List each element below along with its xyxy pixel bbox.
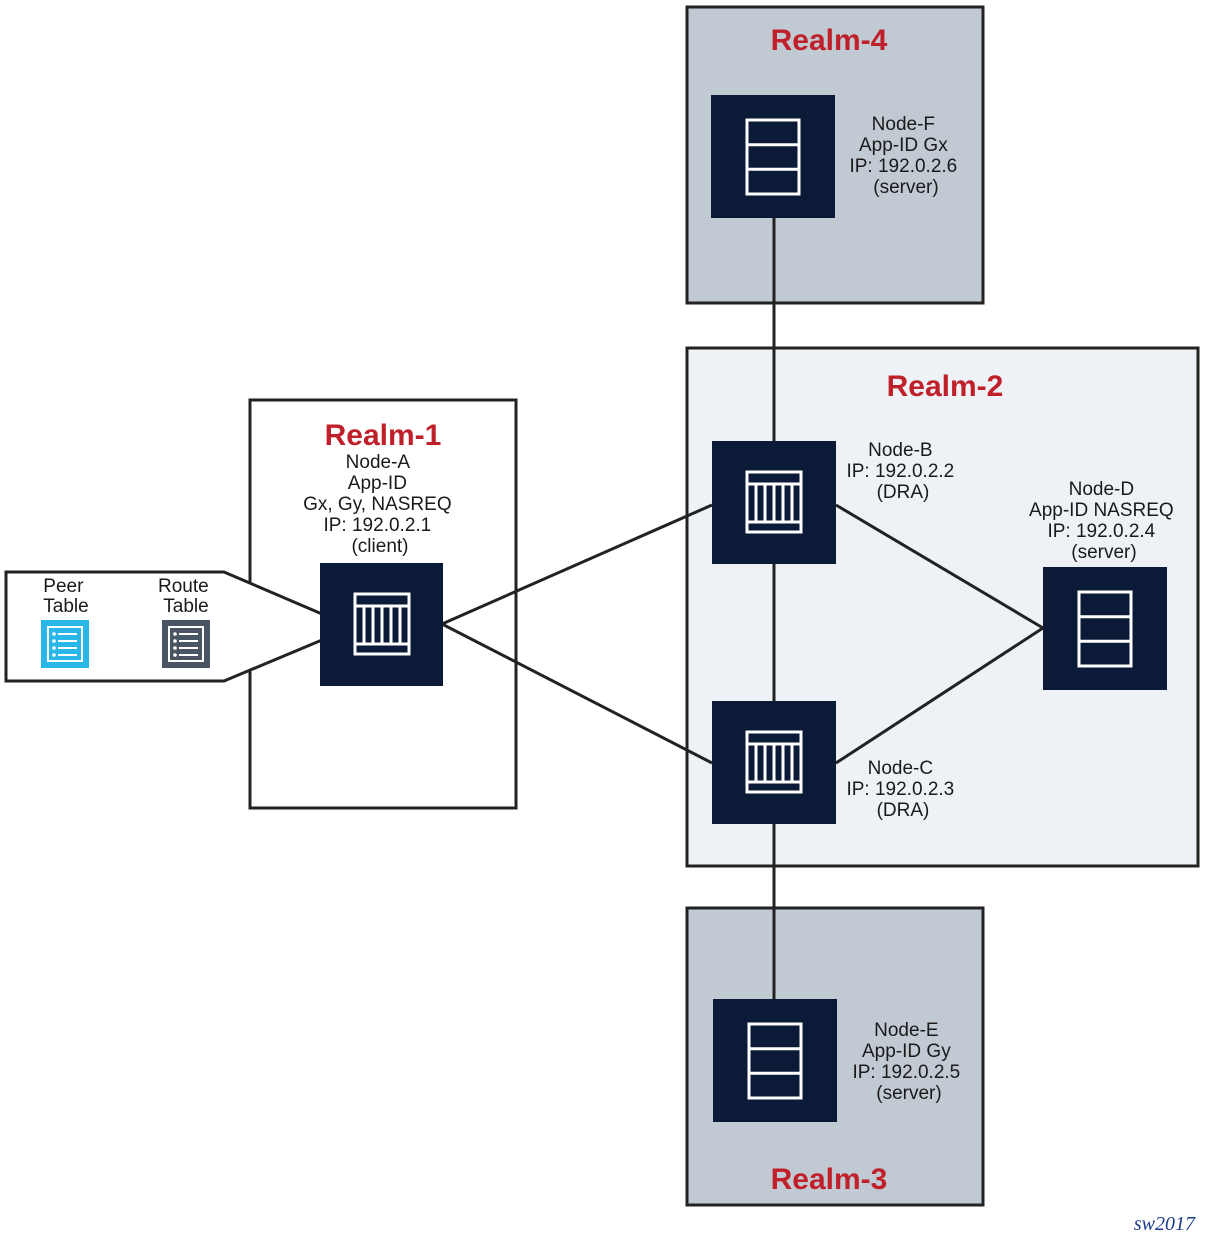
node-b-label: Node-B IP: 192.0.2.2 (DRA)	[846, 440, 959, 503]
peer-table-label: Peer Table	[43, 576, 88, 617]
node-d-device[interactable]	[1043, 567, 1167, 690]
peer-table-line: Peer	[43, 576, 84, 597]
node-f-line: App-ID Gx	[859, 135, 948, 156]
route-table-line: Table	[163, 596, 208, 617]
node-a-line: IP: 192.0.2.1	[323, 515, 431, 536]
node-d-line: Node-D	[1069, 479, 1134, 500]
node-a-line: Gx, Gy, NASREQ	[303, 494, 452, 515]
node-e-line: (server)	[876, 1083, 941, 1104]
node-c-label: Node-C IP: 192.0.2.3 (DRA)	[846, 758, 959, 821]
realm-3-title: Realm-3	[771, 1163, 888, 1196]
node-b-line: Node-B	[868, 440, 932, 461]
link-a-b	[441, 503, 713, 626]
node-e-line: IP: 192.0.2.5	[852, 1062, 960, 1083]
peer-table-icon[interactable]	[41, 620, 89, 668]
node-c-line: IP: 192.0.2.3	[846, 779, 954, 800]
node-c-line: Node-C	[868, 758, 933, 779]
node-f-line: IP: 192.0.2.6	[849, 156, 957, 177]
realm-1-title: Realm-1	[325, 419, 442, 452]
node-b-line: (DRA)	[877, 482, 930, 503]
node-a-label: Node-A App-ID Gx, Gy, NASREQ IP: 192.0.2…	[303, 452, 457, 557]
node-c-device[interactable]	[712, 701, 836, 824]
node-a-line: App-ID	[348, 473, 407, 494]
link-a-c	[441, 622, 713, 765]
node-a-device[interactable]	[320, 563, 443, 686]
route-table-label: Route Table	[158, 576, 214, 617]
node-f-line: Node-F	[872, 114, 935, 135]
node-f-line: (server)	[873, 177, 938, 198]
realm-4-title: Realm-4	[771, 24, 888, 57]
peer-table-line: Table	[43, 596, 88, 617]
node-f-label: Node-F App-ID Gx IP: 192.0.2.6 (server)	[849, 114, 962, 198]
link-b-d	[835, 503, 1044, 630]
node-a-line: Node-A	[346, 452, 411, 473]
connections	[441, 216, 1044, 1000]
node-d-line: App-ID NASREQ	[1029, 500, 1174, 521]
node-d-line: (server)	[1071, 542, 1136, 563]
node-e-device[interactable]	[713, 999, 837, 1122]
node-d-line: IP: 192.0.2.4	[1047, 521, 1155, 542]
node-b-device[interactable]	[712, 441, 836, 564]
link-c-d	[835, 626, 1044, 765]
node-b-line: IP: 192.0.2.2	[846, 461, 954, 482]
route-table-line: Route	[158, 576, 209, 597]
node-a-line: (client)	[351, 536, 408, 557]
route-table-icon[interactable]	[162, 620, 210, 668]
watermark: sw2017	[1134, 1213, 1196, 1235]
realm-2-title: Realm-2	[887, 370, 1004, 403]
node-e-line: Node-E	[874, 1020, 938, 1041]
node-c-line: (DRA)	[877, 800, 930, 821]
node-d-label: Node-D App-ID NASREQ IP: 192.0.2.4 (serv…	[1029, 479, 1179, 563]
node-f-device[interactable]	[711, 95, 835, 218]
node-e-line: App-ID Gy	[862, 1041, 951, 1062]
node-e-label: Node-E App-ID Gy IP: 192.0.2.5 (server)	[852, 1020, 965, 1104]
